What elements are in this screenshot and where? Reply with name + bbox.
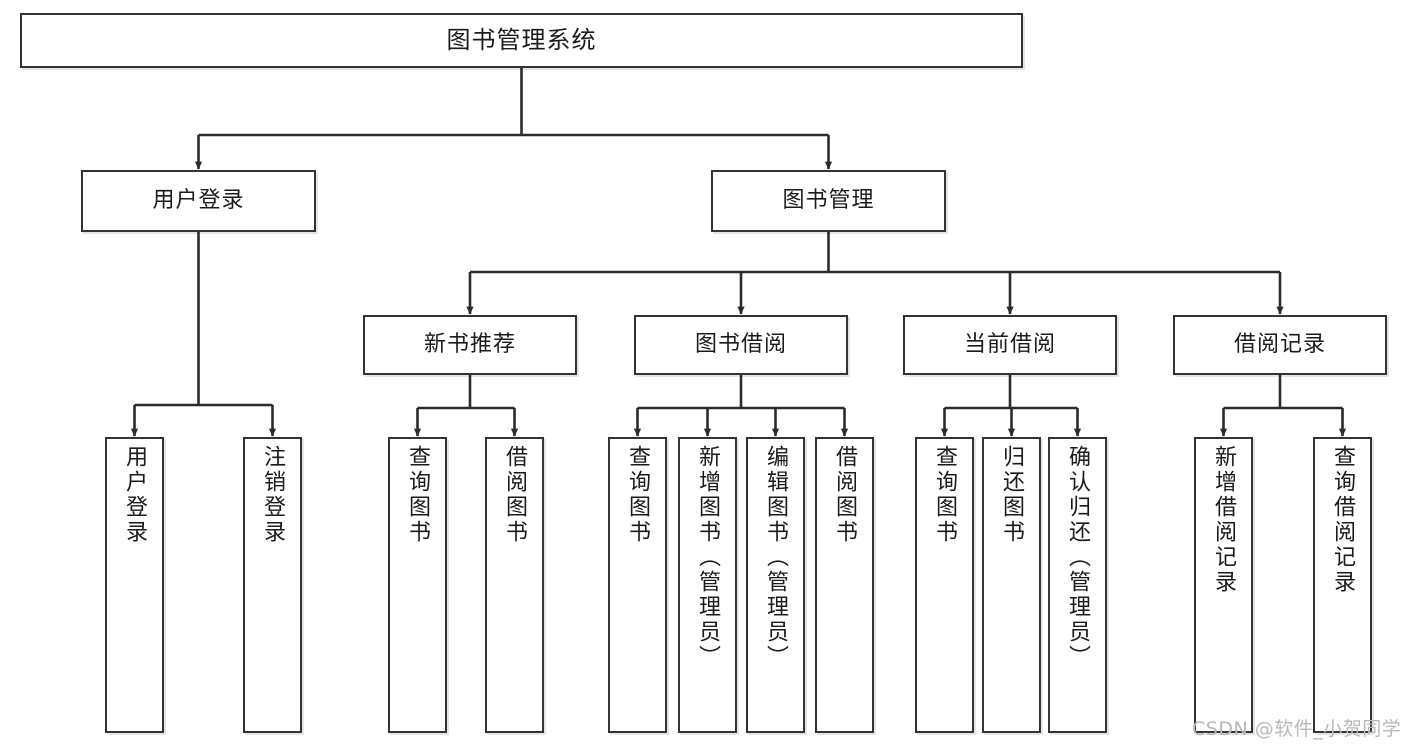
node-borrow-record-label: 借阅记录 (1233, 331, 1326, 357)
leaf-user-login[interactable]: 用户登录 (105, 437, 164, 733)
node-current-borrow[interactable]: 当前借阅 (903, 315, 1117, 375)
node-book-borrow-label: 图书借阅 (694, 331, 787, 357)
leaf-query-book-2-label: 查询图书 (625, 445, 651, 545)
leaf-add-book[interactable]: 新增图书（管理员） (678, 437, 737, 733)
leaf-add-borrow-record[interactable]: 新增借阅记录 (1194, 437, 1253, 733)
leaf-query-borrow-record[interactable]: 查询借阅记录 (1313, 437, 1372, 733)
node-root-label: 图书管理系统 (446, 26, 597, 55)
node-new-book-recommend[interactable]: 新书推荐 (363, 315, 577, 375)
leaf-logout-label: 注销登录 (260, 445, 286, 545)
node-new-book-recommend-label: 新书推荐 (423, 331, 516, 357)
leaf-query-book-2[interactable]: 查询图书 (608, 437, 667, 733)
leaf-borrow-book-1-label: 借阅图书 (502, 445, 528, 545)
node-borrow-record[interactable]: 借阅记录 (1173, 315, 1387, 375)
leaf-query-book-1-label: 查询图书 (405, 445, 431, 545)
leaf-query-book-1[interactable]: 查询图书 (388, 437, 447, 733)
leaf-borrow-book-2[interactable]: 借阅图书 (815, 437, 874, 733)
leaf-borrow-book-2-label: 借阅图书 (832, 445, 858, 545)
leaf-edit-book[interactable]: 编辑图书（管理员） (746, 437, 805, 733)
node-root[interactable]: 图书管理系统 (20, 13, 1023, 68)
node-book-borrow[interactable]: 图书借阅 (634, 315, 848, 375)
node-book-manage[interactable]: 图书管理 (711, 170, 946, 232)
leaf-logout[interactable]: 注销登录 (243, 437, 302, 733)
leaf-query-borrow-record-label: 查询借阅记录 (1330, 445, 1356, 595)
leaf-confirm-return[interactable]: 确认归还（管理员） (1048, 437, 1107, 733)
leaf-user-login-label: 用户登录 (122, 445, 148, 545)
leaf-add-borrow-record-label: 新增借阅记录 (1211, 445, 1237, 595)
node-book-manage-label: 图书管理 (782, 187, 875, 213)
node-user-login-label: 用户登录 (152, 187, 245, 213)
leaf-edit-book-label: 编辑图书（管理员） (763, 445, 789, 670)
leaf-return-book[interactable]: 归还图书 (982, 437, 1041, 733)
leaf-borrow-book-1[interactable]: 借阅图书 (485, 437, 544, 733)
leaf-query-book-3-label: 查询图书 (932, 445, 958, 545)
node-user-login[interactable]: 用户登录 (81, 170, 316, 232)
leaf-confirm-return-label: 确认归还（管理员） (1065, 445, 1091, 670)
leaf-return-book-label: 归还图书 (999, 445, 1025, 545)
csdn-watermark: CSDN @软件_小贺同学 (1192, 718, 1402, 740)
leaf-add-book-label: 新增图书（管理员） (695, 445, 721, 670)
node-current-borrow-label: 当前借阅 (963, 331, 1056, 357)
leaf-query-book-3[interactable]: 查询图书 (915, 437, 974, 733)
